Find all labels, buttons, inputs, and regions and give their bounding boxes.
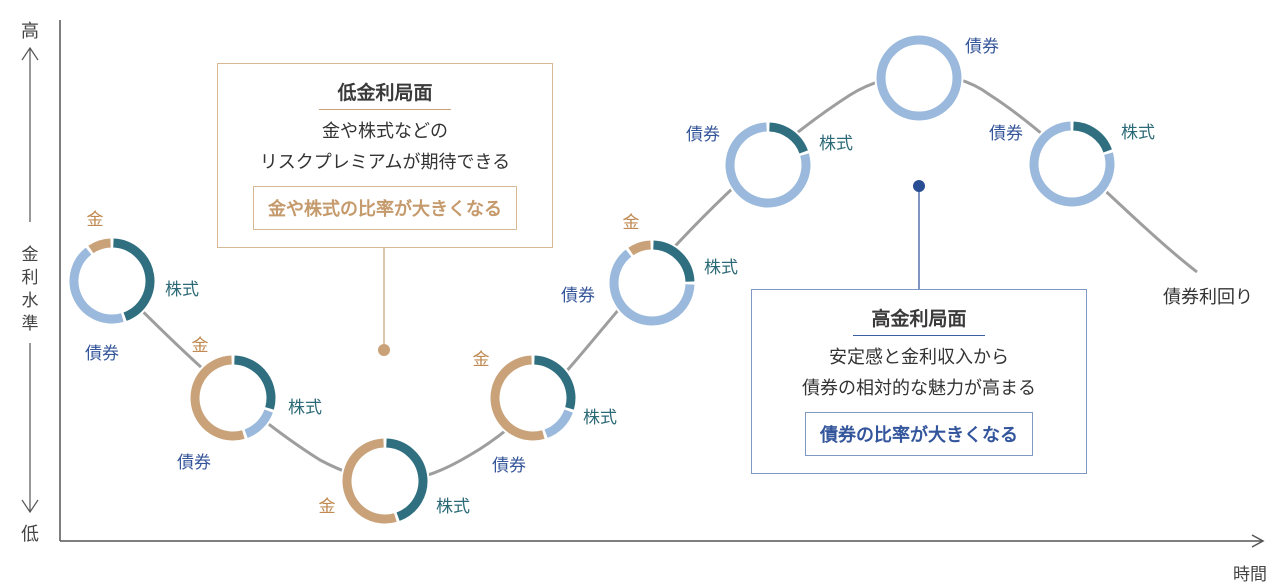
high-rate-phase-box: 高金利局面 安定感と金利収入から 債券の相対的な魅力が高まる 債券の比率が大きく… [751,289,1087,474]
allocation-donut-4: 金 株式 債券 [473,350,618,476]
bond-label: 債券 [686,125,720,145]
donut-backdrop [340,436,430,526]
bond-segment [876,35,962,121]
stock-label: 株式 [165,280,199,300]
y-axis-label-char-3: 水 [22,291,39,311]
bond-label: 債券 [492,456,526,476]
y-axis-label-char-2: 利 [22,268,39,288]
donut-backdrop [488,353,578,443]
donut-backdrop [607,238,697,328]
allocation-donut-3: 金 株式 [319,436,470,526]
donut-segments [67,236,157,326]
donut-segments [488,353,578,443]
high-rate-phase-title: 高金利局面 [853,304,985,336]
stock-segment [769,122,808,154]
allocation-donut-8: 株式 債券 [989,119,1155,209]
bond-segment [725,122,811,208]
y-axis-label-char-1: 金 [22,245,39,265]
donut-backdrop [188,353,278,443]
donut-segments [188,353,278,443]
stock-label: 株式 [436,497,470,517]
allocation-donut-5: 金 株式 債券 [561,213,738,328]
bond-label: 債券 [561,286,595,306]
donut-backdrop [1027,119,1117,209]
high-rate-desc-line-1: 安定感と金利収入から [829,347,1009,368]
stock-segment [1073,121,1112,153]
low-rate-desc-line-1: 金や株式などの [322,121,448,142]
high-phase-dot [913,180,925,192]
stock-segment [234,355,276,410]
stock-segment [386,438,428,521]
gold-segment [628,240,651,256]
low-phase-dot [378,344,390,356]
y-arrow-down-head [21,499,39,514]
donut-segments [1027,119,1117,209]
bond-segment [544,409,573,438]
donut-segments [340,436,430,526]
low-rate-phase-box: 低金利局面 金や株式などの リスクプレミアムが期待できる 金や株式の比率が大きく… [217,63,553,248]
high-rate-phase-description: 安定感と金利収入から 債券の相対的な魅力が高まる [752,342,1086,404]
gold-label: 金 [192,336,209,356]
axes: 時間 高 金 利 水 準 低 [21,20,1267,585]
curve-label: 債券利回り [1163,287,1253,308]
donut-segments [874,33,964,123]
high-rate-desc-line-2: 債券の相対的な魅力が高まる [802,378,1036,399]
bond-segment [69,247,124,324]
stock-label: 株式 [583,408,617,428]
allocation-donut-6: 株式 債券 [686,120,853,210]
donut-backdrop [723,120,813,210]
stock-segment [113,238,155,321]
high-rate-highlight: 債券の比率が大きくなる [805,412,1033,456]
stock-segment [534,355,576,410]
gold-segment [190,355,245,441]
bond-segment [244,409,273,438]
donut-segments [723,120,813,210]
y-axis-high-label: 高 [21,21,39,42]
donut-segments [607,238,697,328]
bond-label: 債券 [85,344,119,364]
gold-segment [88,238,111,254]
gold-segment [490,355,545,441]
low-rate-phase-title: 低金利局面 [319,78,451,110]
allocation-donut-7: 債券 [874,33,999,123]
gold-segment [342,438,397,524]
bond-segment [609,249,695,326]
y-axis-label-char-4: 準 [22,314,39,334]
gold-label: 金 [319,497,336,517]
stock-label: 株式 [288,398,322,418]
bond-label: 債券 [965,37,999,57]
stock-label: 株式 [704,258,738,278]
donut-backdrop [67,236,157,326]
gold-label: 金 [623,213,640,233]
donut-backdrop [874,33,964,123]
stock-segment [653,240,695,282]
x-axis-arrowhead [1251,534,1265,548]
stock-label: 株式 [1121,123,1155,143]
allocation-donut-1: 金 株式 債券 [67,210,199,364]
bond-segment [1029,121,1115,207]
gold-label: 金 [473,350,490,370]
low-rate-desc-line-2: リスクプレミアムが期待できる [259,152,511,173]
bond-label: 債券 [989,124,1023,144]
bond-label: 債券 [177,453,211,473]
x-axis-label: 時間 [1233,565,1267,585]
gold-label: 金 [87,210,104,230]
low-rate-phase-description: 金や株式などの リスクプレミアムが期待できる [218,116,552,178]
y-axis-low-label: 低 [21,524,39,545]
allocation-donut-2: 金 株式 債券 [177,336,322,473]
low-rate-highlight: 金や株式の比率が大きくなる [253,186,517,230]
stock-label: 株式 [819,134,853,154]
y-arrow-up-head [21,46,39,61]
